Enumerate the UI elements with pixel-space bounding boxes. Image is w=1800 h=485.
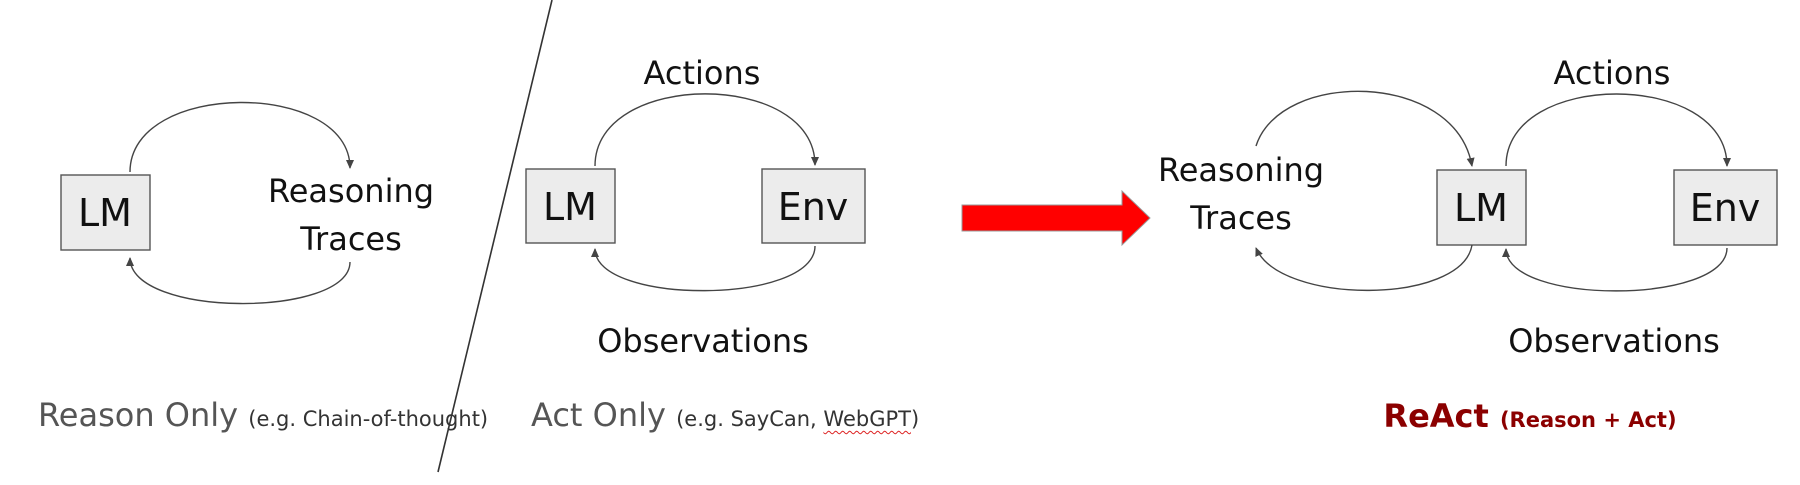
react-observations-label: Observations xyxy=(1508,322,1720,360)
reason-only-traces-line1: Reasoning xyxy=(267,172,435,210)
reason-only-top-arc xyxy=(129,101,354,173)
reason-only-bottom-arc xyxy=(126,257,351,305)
react-env-label: Env xyxy=(1689,186,1761,230)
right-arrow-icon xyxy=(961,189,1151,247)
act-only-caption: Act Only (e.g. SayCan, WebGPT) xyxy=(531,396,919,434)
react-caption-sub: (Reason + Act) xyxy=(1499,408,1677,432)
reason-only-traces-label: Reasoning Traces xyxy=(268,167,434,263)
react-caption-main: ReAct xyxy=(1383,397,1489,435)
reason-only-lm-label: LM xyxy=(78,191,132,235)
act-only-caption-sub-pre: (e.g. SayCan, xyxy=(676,407,824,431)
act-only-actions-label: Actions xyxy=(643,54,761,92)
react-lm-label: LM xyxy=(1454,186,1508,230)
reason-only-caption-sub: (e.g. Chain-of-thought) xyxy=(248,407,489,431)
act-only-observations-arc xyxy=(591,245,816,292)
react-traces-label: Reasoning Traces xyxy=(1158,146,1324,242)
reason-only-caption: Reason Only (e.g. Chain-of-thought) xyxy=(38,396,488,434)
react-actions-label: Actions xyxy=(1553,54,1671,92)
react-env-box xyxy=(1673,169,1778,246)
reason-only-lm-box xyxy=(60,174,151,251)
act-only-env-label: Env xyxy=(777,185,849,229)
act-only-lm-label: LM xyxy=(543,185,597,229)
reason-only-traces-line2: Traces xyxy=(300,220,402,258)
act-only-caption-main: Act Only xyxy=(531,396,666,434)
react-traces-line1: Reasoning xyxy=(1157,151,1325,189)
react-reasoning-top-arc xyxy=(1255,90,1475,167)
act-only-observations-label: Observations xyxy=(597,322,809,360)
act-only-caption-sub-post: ) xyxy=(910,407,920,431)
panel-divider xyxy=(437,0,553,473)
act-only-caption-sub-marked: WebGPT xyxy=(823,407,911,431)
react-reasoning-bottom-arc xyxy=(1255,244,1473,292)
act-only-caption-sub: (e.g. SayCan, WebGPT) xyxy=(676,407,919,431)
react-caption: ReAct (Reason + Act) xyxy=(1383,397,1676,435)
act-only-env-box xyxy=(761,168,866,244)
act-only-lm-box xyxy=(525,168,616,244)
reason-only-caption-main: Reason Only xyxy=(38,396,239,434)
react-lm-box xyxy=(1436,169,1527,246)
react-observations-arc xyxy=(1502,247,1728,292)
react-traces-line2: Traces xyxy=(1190,199,1292,237)
react-actions-arc xyxy=(1505,93,1731,167)
act-only-actions-arc xyxy=(594,93,819,167)
